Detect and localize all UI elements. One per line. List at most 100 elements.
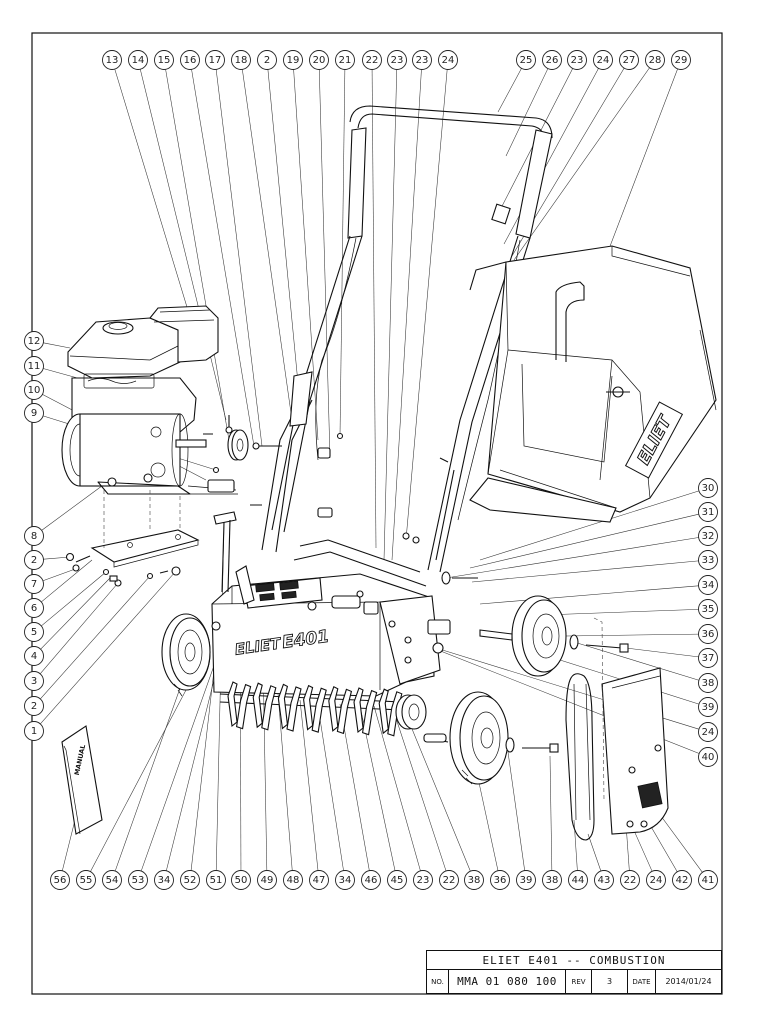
callout-circle <box>698 575 718 595</box>
callout-circle <box>24 622 44 642</box>
callout-number: 28 <box>649 55 662 66</box>
callout-number: 40 <box>702 752 715 763</box>
callout-circle <box>128 50 148 70</box>
callout-circle <box>180 50 200 70</box>
callout-circle <box>76 870 96 890</box>
callout-circle <box>594 870 614 890</box>
callout-circle <box>698 648 718 668</box>
callout-balloon: 23 <box>567 50 587 70</box>
callout-circle <box>646 870 666 890</box>
callout-number: 25 <box>520 55 533 66</box>
callout-number: 52 <box>184 875 197 886</box>
callout-circle <box>387 870 407 890</box>
callout-circle <box>698 478 718 498</box>
leader-line <box>477 777 499 871</box>
callout-number: 39 <box>520 875 533 886</box>
callout-circle <box>24 356 44 376</box>
callout-circle <box>464 870 484 890</box>
callout-circle <box>387 50 407 70</box>
leader-line <box>242 69 293 421</box>
callout-circle <box>672 870 692 890</box>
callout-circle <box>24 646 44 666</box>
callout-balloon: 54 <box>102 870 122 890</box>
callout-circle <box>698 870 718 890</box>
callout-number: 43 <box>598 875 611 886</box>
leader-line <box>191 69 255 447</box>
callout-number: 34 <box>339 875 352 886</box>
callout-number: 30 <box>702 483 715 494</box>
callout-balloon: 34 <box>335 870 355 890</box>
callout-number: 23 <box>416 55 429 66</box>
callout-number: 22 <box>443 875 456 886</box>
callout-number: 11 <box>28 361 41 372</box>
callout-circle <box>516 50 536 70</box>
leader-line <box>318 69 331 459</box>
callout-balloon: 40 <box>698 747 718 767</box>
callout-balloon: 11 <box>24 356 44 376</box>
callout-number: 48 <box>287 875 300 886</box>
rev-value: 3 <box>592 970 628 993</box>
drive-belt <box>565 673 595 841</box>
callout-balloon: 38 <box>464 870 484 890</box>
belt-cover <box>593 617 669 835</box>
callout-balloon: 41 <box>698 870 718 890</box>
callout-balloon: 7 <box>24 574 44 594</box>
callout-circle <box>24 526 44 546</box>
callout-balloon: 35 <box>698 599 718 619</box>
callout-circle <box>283 870 303 890</box>
tine-blade <box>252 682 263 729</box>
callout-number: 10 <box>28 385 41 396</box>
callout-circle <box>698 550 718 570</box>
callout-balloon: 28 <box>645 50 665 70</box>
tine-shaft <box>219 681 403 737</box>
callout-balloon: 43 <box>594 870 614 890</box>
no-label: NO. <box>427 970 449 993</box>
callout-circle <box>567 50 587 70</box>
leader-line <box>40 575 151 700</box>
leader-line <box>39 582 119 674</box>
leader-line <box>445 537 699 579</box>
callout-circle <box>698 502 718 522</box>
callout-number: 20 <box>313 55 326 66</box>
callout-balloon: 47 <box>309 870 329 890</box>
callout-balloon: 27 <box>619 50 639 70</box>
tine-blade <box>378 688 389 735</box>
callout-circle <box>206 870 226 890</box>
callout-balloon: 44 <box>568 870 588 890</box>
callout-number: 7 <box>31 579 37 590</box>
callout-circle <box>24 331 44 351</box>
callout-circle <box>231 50 251 70</box>
callout-number: 2 <box>31 555 37 566</box>
callout-circle <box>309 870 329 890</box>
callout-circle <box>102 50 122 70</box>
leader-line <box>503 68 599 245</box>
callout-circle <box>698 599 718 619</box>
callout-number: 38 <box>546 875 559 886</box>
callout-balloon: 20 <box>309 50 329 70</box>
callout-balloon: 24 <box>646 870 666 890</box>
callout-balloon: 30 <box>698 478 718 498</box>
callout-number: 41 <box>702 875 715 886</box>
callout-balloon: 26 <box>542 50 562 70</box>
callout-circle <box>542 870 562 890</box>
callout-circle <box>128 870 148 890</box>
leader-line <box>41 571 107 627</box>
callout-number: 50 <box>235 875 248 886</box>
leader-line <box>140 659 217 872</box>
callout-balloon: 18 <box>231 50 251 70</box>
callout-number: 23 <box>571 55 584 66</box>
callout-balloon: 4 <box>24 646 44 666</box>
callout-number: 24 <box>597 55 610 66</box>
callout-circle <box>257 870 277 890</box>
title-block: ELIET E401 -- COMBUSTION NO. MMA 01 080 … <box>426 950 722 994</box>
callout-number: 54 <box>106 875 119 886</box>
leader-line <box>371 69 377 549</box>
callout-balloon: 39 <box>516 870 536 890</box>
callout-circle <box>620 870 640 890</box>
callout-balloon: 45 <box>387 870 407 890</box>
engine-plate <box>65 490 200 587</box>
leader-line <box>565 633 699 637</box>
callout-balloon: 23 <box>413 870 433 890</box>
callout-balloon: 48 <box>283 870 303 890</box>
